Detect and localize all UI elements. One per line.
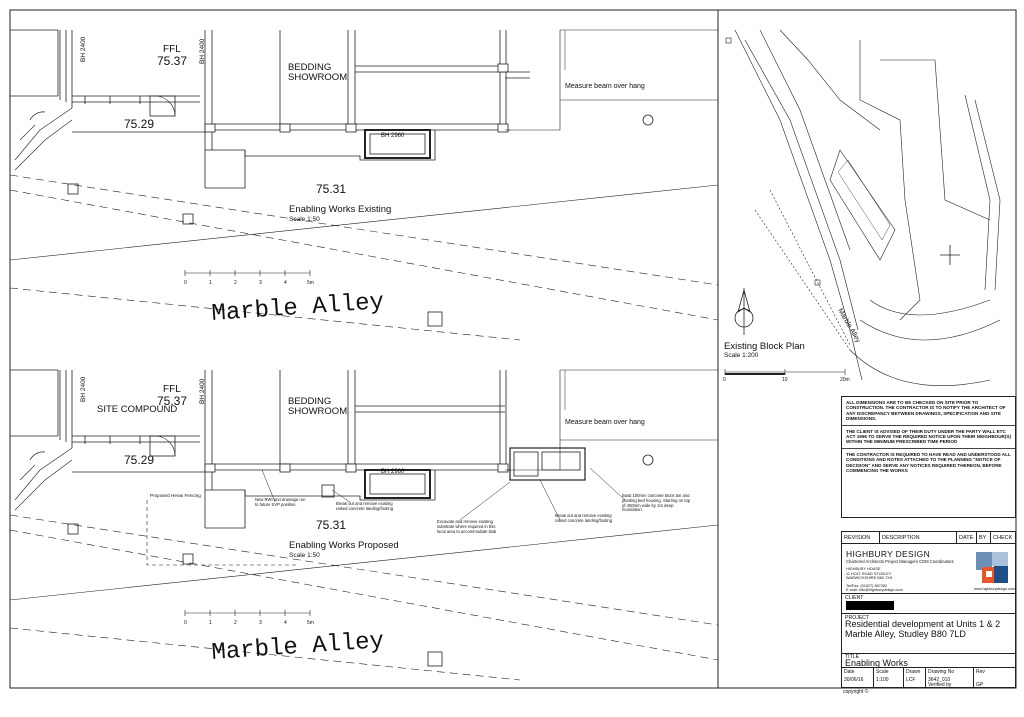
scale-tick: 3 — [259, 620, 262, 626]
ffl-label: FFL — [163, 384, 181, 395]
level-label: 75.29 — [124, 117, 154, 131]
project-block: PROJECT Residential development at Units… — [841, 614, 1016, 654]
client-label: CLIENT — [845, 595, 864, 601]
title-label: TITLE — [845, 654, 860, 660]
ffl-value: 75.37 — [157, 54, 187, 68]
scale-tick: 0 — [184, 620, 187, 626]
view-title: Existing Block Plan — [724, 341, 805, 352]
scale-tick: 5m — [307, 280, 314, 286]
sheet-border — [9, 9, 1017, 689]
project-value: Residential development at Units 1 & 2 M… — [845, 619, 1001, 639]
firm-website: www.highburydesign.com — [974, 587, 1015, 591]
street-name: Marble Alley — [211, 289, 385, 328]
scale-tick: 5m — [307, 620, 314, 626]
drawing-meta: Date 30/06/16 Scale 1:100 Drawn LCF Draw… — [841, 668, 1016, 688]
title-value: Enabling Works — [845, 658, 908, 668]
scale-tick: 4 — [284, 280, 287, 286]
scale-tick: 0 — [723, 377, 726, 383]
scale-tick: 20m — [840, 377, 850, 383]
firm-address: HIGHBURY HOUSE 11 HOLT ROAD STUDLEY WARW… — [846, 567, 903, 593]
by-col: BY — [977, 532, 991, 543]
view-title: Enabling Works Existing — [289, 204, 391, 215]
block-plan — [724, 29, 1001, 386]
bh-label: BH 2400 — [80, 36, 87, 62]
revision-col: REVISION — [842, 532, 880, 543]
room-label: SHOWROOM — [288, 72, 347, 83]
client-redacted — [846, 601, 894, 610]
bh-label: BH 2400 — [199, 38, 206, 64]
project-label: PROJECT — [845, 615, 870, 621]
scale-tick: 3 — [259, 280, 262, 286]
annotation-blockwork: Build 100mm concrete block bin and plant… — [622, 494, 690, 512]
level-label: 75.31 — [316, 518, 346, 532]
view-scale: Scale 1:200 — [724, 352, 759, 359]
scale-tick: 1 — [209, 280, 212, 286]
view-title: Enabling Works Proposed — [289, 540, 399, 551]
scale-tick: 2 — [234, 620, 237, 626]
view-scale: Scale 1:50 — [289, 552, 320, 559]
scale-tick: 10 — [782, 377, 788, 383]
firm-subtitle: Chartered Architects Project Managers CD… — [846, 559, 954, 564]
ffl-label: FFL — [163, 44, 181, 55]
firm-name: HIGHBURY DESIGN — [846, 549, 931, 559]
general-notes: All dimensions are to be checked on site… — [841, 396, 1016, 518]
level-label: 75.29 — [124, 453, 154, 467]
bh-label: BH 2960 — [381, 469, 405, 475]
ffl-value: 75.37 — [157, 394, 187, 408]
room-label: BEDDING — [288, 62, 331, 73]
note-item: The contractor is required to have read … — [846, 451, 1011, 474]
scale-tick: 0 — [184, 280, 187, 286]
description-col: DESCRIPTION — [880, 532, 957, 543]
note-item: The client is advised of their duty unde… — [842, 426, 1015, 449]
room-label: BEDDING — [288, 396, 331, 407]
annotation-footing: Break out and remove existing raised con… — [336, 502, 393, 511]
date-col: DATE — [957, 532, 977, 543]
scale-tick: 2 — [234, 280, 237, 286]
bh-label: BH 2400 — [80, 376, 87, 402]
annotation-footing2: Break out and remove existing raised con… — [555, 514, 612, 523]
annotation-excavate: Excavate and remove existing substrate w… — [437, 520, 496, 534]
firm-block: HIGHBURY DESIGN Chartered Architects Pro… — [841, 544, 1016, 594]
copyright-icon: © — [864, 689, 869, 695]
level-label: 75.31 — [316, 182, 346, 196]
street-name: Marble Alley — [211, 628, 385, 667]
view-scale: Scale 1:50 — [289, 216, 320, 223]
room-label: SHOWROOM — [288, 406, 347, 417]
bh-label: BH 2960 — [381, 133, 405, 139]
plan-proposed-labels: FFL 75.37 SITE COMPOUND BH 2400 BH 2400 … — [80, 376, 690, 667]
annotation-svp: New RWI and drainage run to future SVP p… — [255, 498, 305, 507]
note-item: All dimensions are to be checked on site… — [842, 397, 1015, 426]
meta-scale: Scale 1:100 — [874, 668, 904, 687]
meta-drawn: Drawn LCF — [904, 668, 926, 687]
note-label: Measure beam over hang — [565, 419, 645, 426]
copyright-label: copyright © — [843, 689, 869, 695]
firm-logo-icon — [974, 549, 1012, 587]
title-block: TITLE Enabling Works — [841, 654, 1016, 668]
note-label: Measure beam over hang — [565, 83, 645, 90]
check-col: CHECK — [993, 534, 1013, 541]
meta-drawing-no: Drawing No 3642_010 Verified by — [926, 668, 974, 688]
meta-date: Date 30/06/16 — [842, 668, 874, 687]
compound-label: SITE COMPOUND — [97, 404, 177, 415]
bh-label: BH 2400 — [199, 378, 206, 404]
scale-tick: 4 — [284, 620, 287, 626]
annotation: Proposed Heras Fencing — [150, 493, 201, 498]
client-block: CLIENT — [841, 594, 1016, 614]
scale-tick: 1 — [209, 620, 212, 626]
meta-rev: Rev GP — [976, 669, 985, 688]
revision-table-header: REVISION DESCRIPTION DATE BY CHECK — [841, 531, 1016, 544]
